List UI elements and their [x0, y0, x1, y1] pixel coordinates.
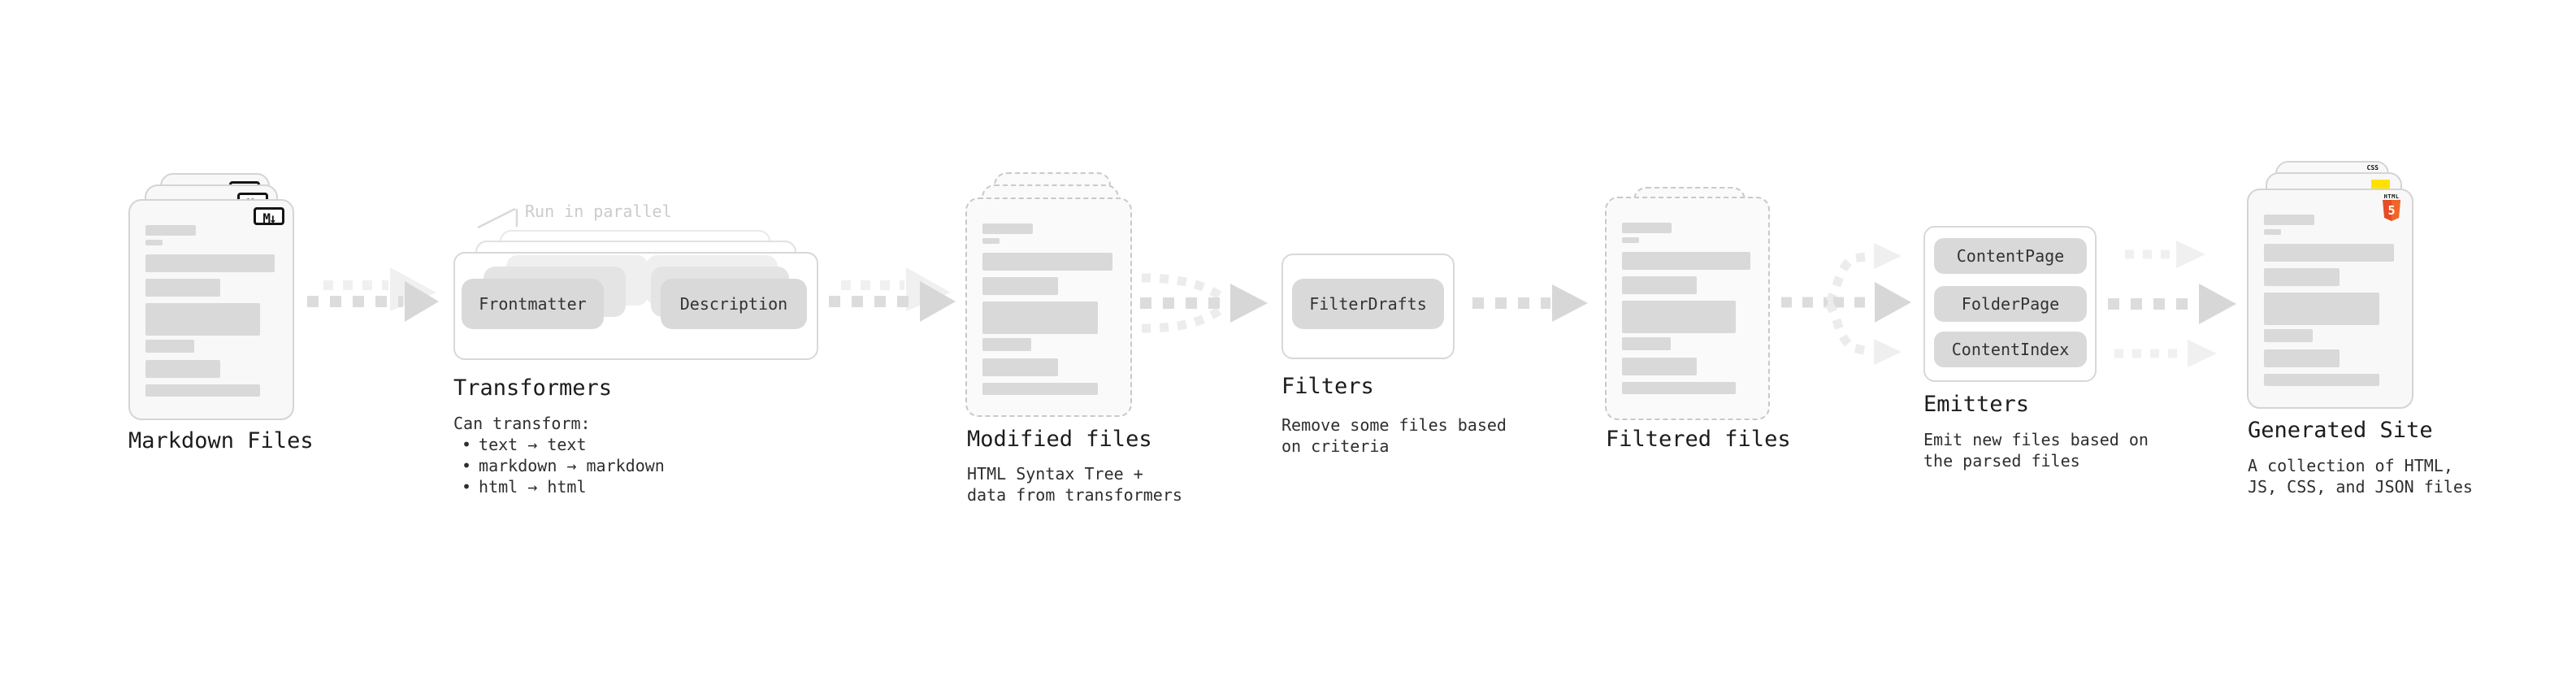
generated-html-file-card: HTML 5	[2247, 189, 2413, 409]
generated-site-subtitle: A collection of HTML, JS, CSS, and JSON …	[2248, 455, 2473, 497]
arrow-transformers-to-modified	[829, 267, 956, 322]
arrow-filtered-to-emitters-fanout	[1781, 243, 1911, 365]
arrow-filters-to-filtered	[1472, 284, 1588, 322]
markdown-file-card-front: M↓	[128, 199, 294, 420]
description-transformer-pill: Description	[661, 279, 807, 329]
subtitle-line: Remove some files based	[1281, 415, 1507, 435]
js-file-icon	[2371, 180, 2390, 189]
document-skeleton-lines	[145, 225, 277, 407]
subtitle-line: on criteria	[1281, 436, 1390, 456]
modified-files-subtitle: HTML Syntax Tree + data from transformer…	[967, 463, 1182, 505]
content-index-emitter-pill: ContentIndex	[1934, 332, 2087, 367]
emitters-subtitle: Emit new files based on the parsed files	[1923, 429, 2149, 471]
subtitle-line: A collection of HTML,	[2248, 456, 2453, 475]
svg-text:5: 5	[2387, 203, 2395, 218]
document-skeleton-lines	[2264, 215, 2396, 396]
folder-page-emitter-pill: FolderPage	[1934, 286, 2087, 322]
html5-icon: HTML 5	[2381, 193, 2402, 225]
filtered-files-title: Filtered files	[1606, 427, 1791, 452]
arrow-markdown-to-transformers	[307, 267, 439, 322]
subtitle-line: data from transformers	[967, 485, 1182, 505]
modified-file-card-front	[965, 197, 1132, 417]
filters-subtitle: Remove some files based on criteria	[1281, 414, 1507, 457]
subtitle-line: JS, CSS, and JSON files	[2248, 477, 2473, 497]
run-in-parallel-note: Run in parallel	[525, 202, 672, 221]
transformers-title: Transformers	[453, 375, 613, 401]
subtitle-line: HTML Syntax Tree +	[967, 464, 1143, 484]
transform-capability-item: •text → text	[462, 435, 587, 454]
arrow-modified-to-filters-merge	[1140, 273, 1268, 333]
run-in-parallel-leader-line	[477, 207, 518, 229]
markdown-icon: M↓	[254, 207, 284, 226]
generated-site-title: Generated Site	[2248, 418, 2433, 443]
emitters-title: Emitters	[1923, 392, 2030, 417]
document-skeleton-lines	[982, 223, 1115, 404]
transform-capability-item: •markdown → markdown	[462, 456, 665, 475]
transform-capability-item: •html → html	[462, 477, 587, 497]
subtitle-line: the parsed files	[1923, 451, 2080, 471]
content-page-emitter-pill: ContentPage	[1934, 238, 2087, 274]
html5-shield: 5	[2383, 200, 2400, 221]
frontmatter-transformer-pill: Frontmatter	[462, 279, 604, 329]
subtitle-line: Emit new files based on	[1923, 430, 2149, 449]
modified-files-title: Modified files	[967, 427, 1152, 452]
transformers-description: Can transform: •text → text •markdown → …	[453, 413, 665, 497]
transformers-body-heading: Can transform:	[453, 414, 591, 433]
arrow-emitters-to-generated	[2108, 241, 2236, 367]
filtered-file-card-front	[1605, 197, 1770, 420]
filter-drafts-pill: FilterDrafts	[1292, 279, 1444, 329]
document-skeleton-lines	[1622, 223, 1753, 407]
filters-title: Filters	[1281, 374, 1374, 399]
markdown-files-title: Markdown Files	[128, 428, 314, 453]
